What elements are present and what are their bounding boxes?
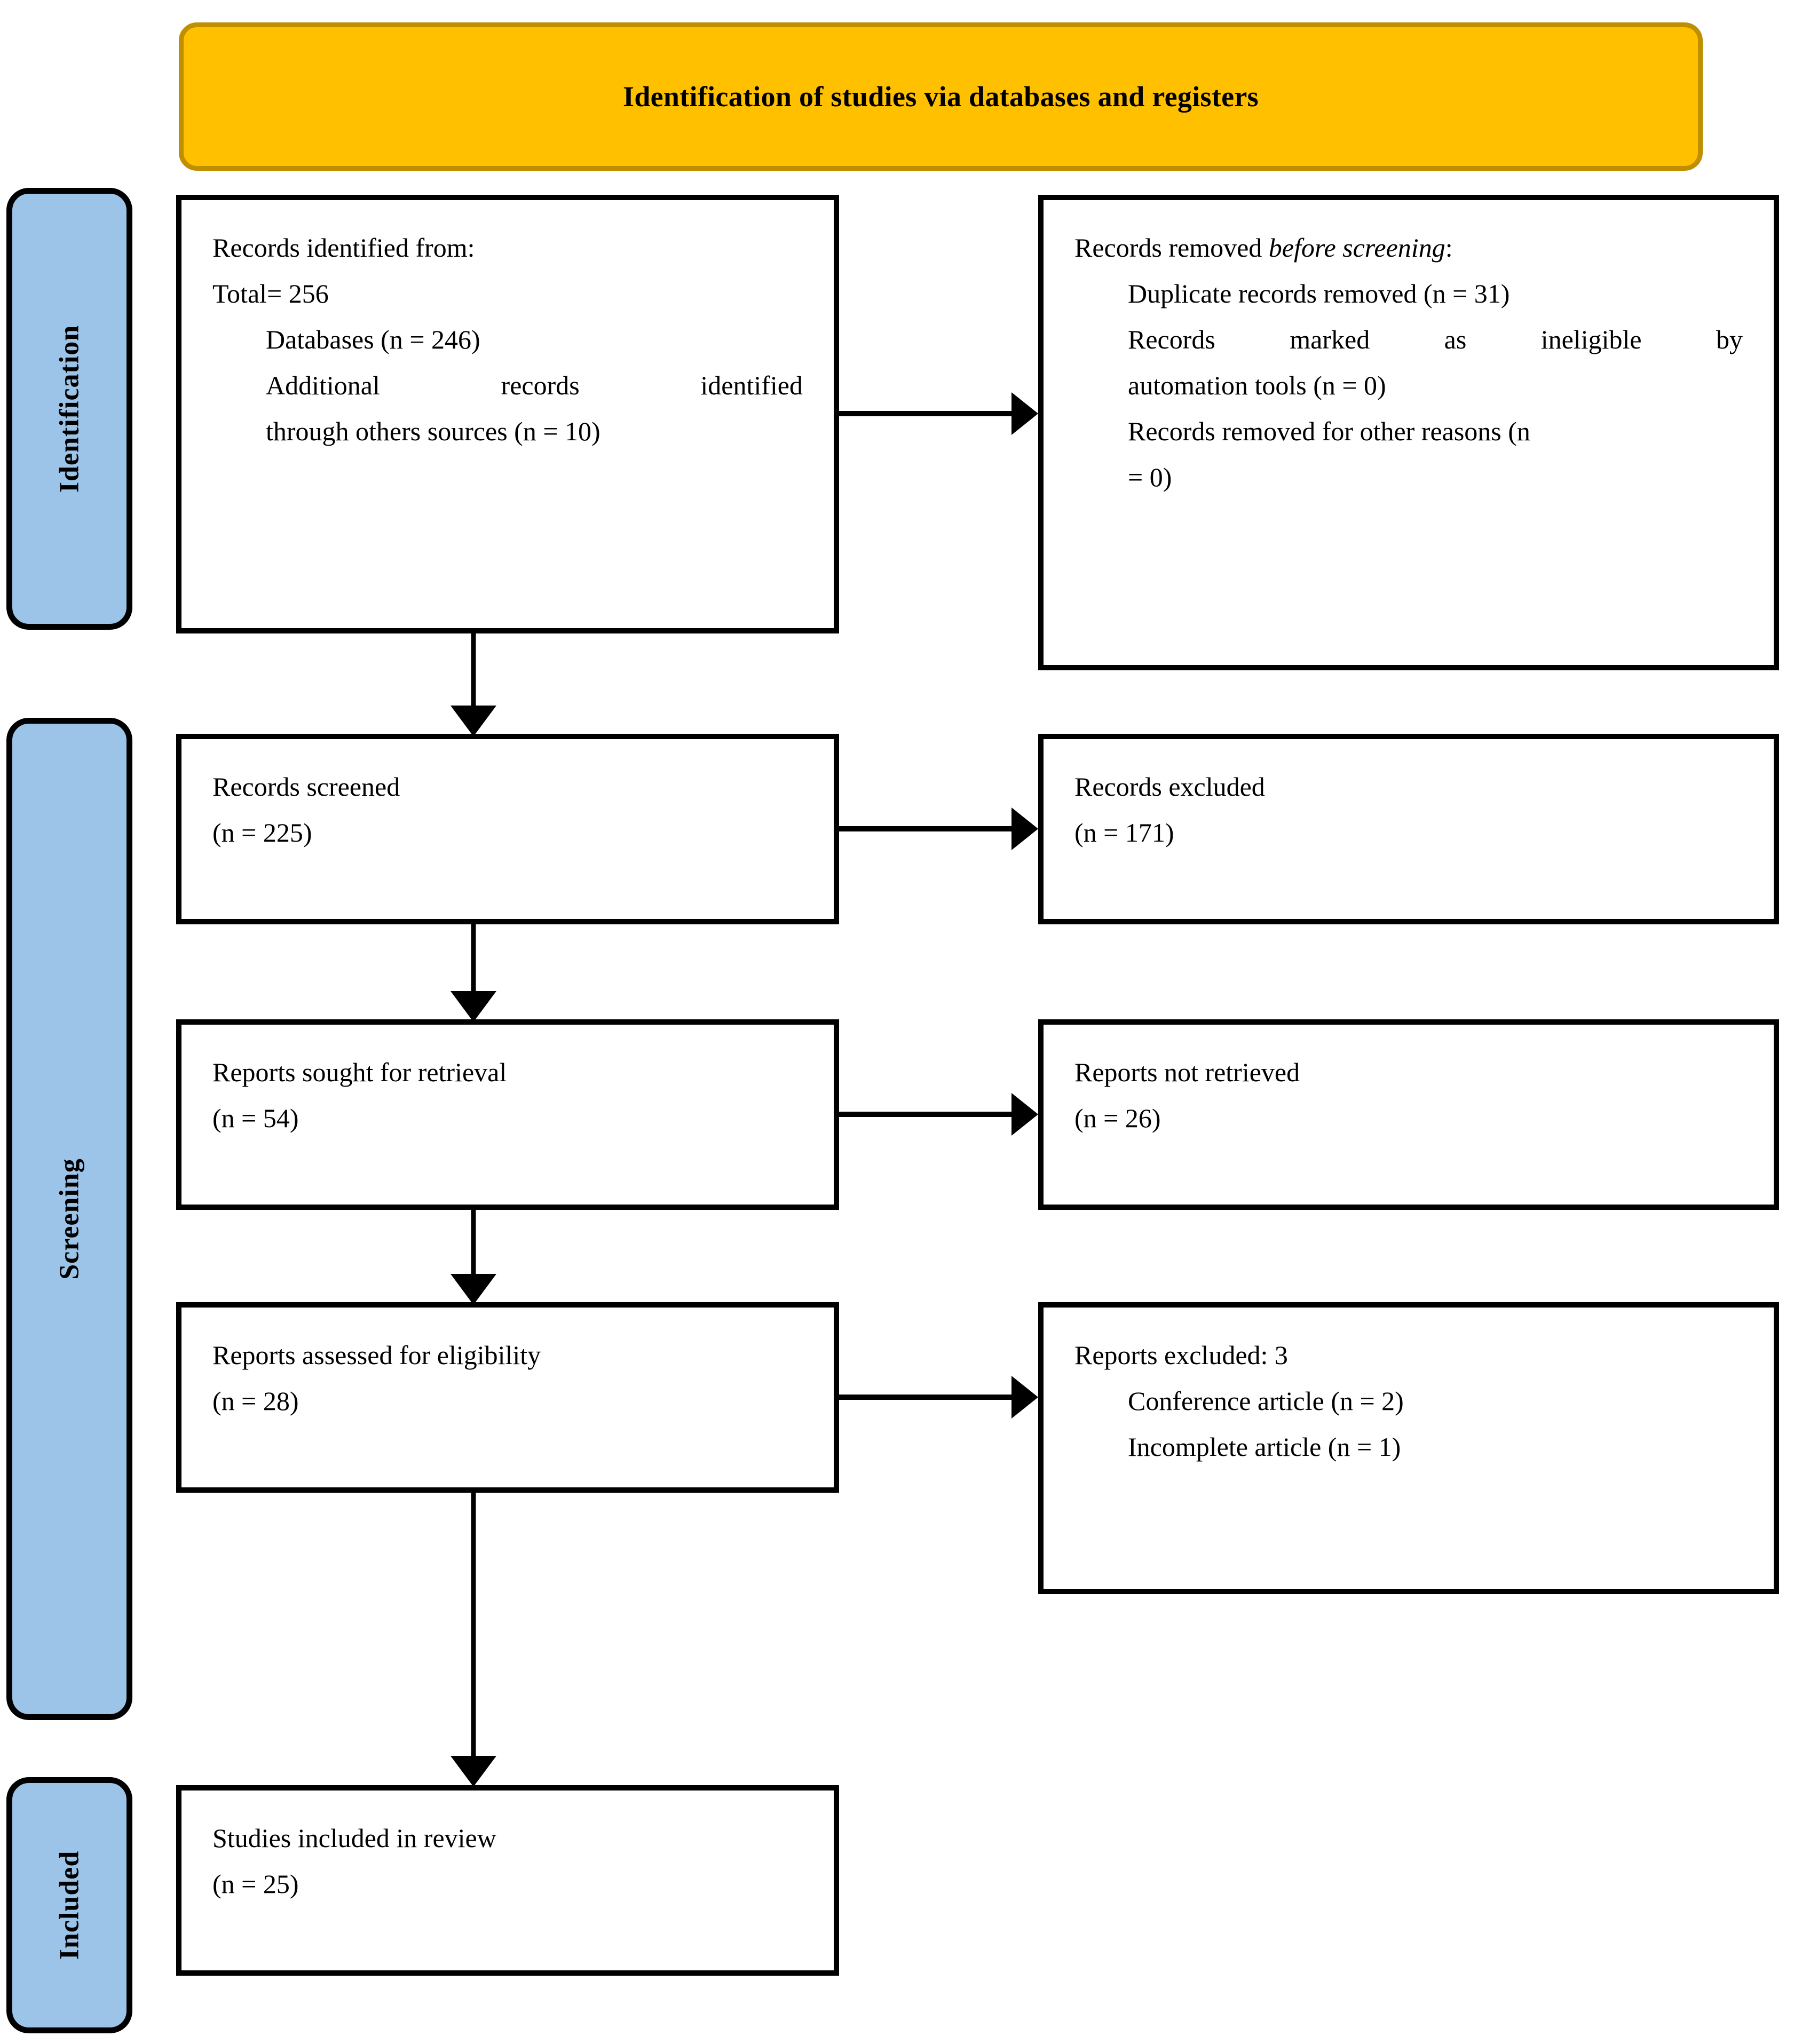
records-removed-duplicate: Duplicate records removed (n = 31): [1128, 279, 1510, 308]
reports-excluded-heading: Reports excluded: 3: [1074, 1340, 1288, 1370]
box-reports-not-retrieved: Reports not retrieved (n = 26): [1038, 1019, 1779, 1210]
reports-assessed-label: Reports assessed for eligibility: [212, 1340, 541, 1370]
stage-label-screening-text: Screening: [54, 1158, 85, 1280]
box-reports-excluded-reasons: Reports excluded: 3 Conference article (…: [1038, 1302, 1779, 1594]
arrow-identified-to-screened: [451, 633, 496, 736]
box-records-identified: Records identified from: Total= 256 Data…: [176, 195, 839, 633]
records-removed-heading-italic: before screening: [1268, 233, 1445, 263]
records-identified-additional-line1: Additional records identified: [266, 370, 803, 400]
stage-label-screening: Screening: [6, 718, 132, 1720]
records-excluded-count: (n = 171): [1074, 818, 1174, 847]
stage-label-identification: Identification: [6, 188, 132, 630]
records-identified-databases: Databases (n = 246): [266, 324, 480, 354]
arrow-screened-to-sought: [451, 924, 496, 1022]
arrow-sought-to-assessed: [451, 1210, 496, 1305]
box-studies-included: Studies included in review (n = 25): [176, 1785, 839, 1976]
arrow-assessed-to-included: [451, 1493, 496, 1787]
box-records-screened: Records screened (n = 225): [176, 734, 839, 924]
arrow-screened-to-excluded: [839, 807, 1038, 850]
diagram-title-text: Identification of studies via databases …: [623, 81, 1259, 113]
records-screened-count: (n = 225): [212, 818, 312, 847]
stage-label-included: Included: [6, 1777, 132, 2033]
records-removed-ineligible-line2: automation tools (n = 0): [1128, 370, 1386, 400]
records-removed-other-line1: Records removed for other reasons (n: [1128, 416, 1530, 446]
box-records-excluded: Records excluded (n = 171): [1038, 734, 1779, 924]
stage-label-included-text: Included: [54, 1850, 85, 1960]
reports-not-retrieved-count: (n = 26): [1074, 1103, 1161, 1133]
box-reports-assessed: Reports assessed for eligibility (n = 28…: [176, 1302, 839, 1493]
reports-excluded-conference: Conference article (n = 2): [1128, 1386, 1404, 1416]
records-screened-label: Records screened: [212, 772, 400, 802]
records-removed-other-line2: = 0): [1128, 462, 1172, 492]
records-identified-heading: Records identified from:: [212, 233, 475, 263]
records-excluded-label: Records excluded: [1074, 772, 1265, 802]
studies-included-label: Studies included in review: [212, 1823, 496, 1853]
reports-assessed-count: (n = 28): [212, 1386, 299, 1416]
reports-not-retrieved-label: Reports not retrieved: [1074, 1057, 1300, 1087]
reports-sought-count: (n = 54): [212, 1103, 299, 1133]
reports-sought-label: Reports sought for retrieval: [212, 1057, 507, 1087]
box-reports-sought: Reports sought for retrieval (n = 54): [176, 1019, 839, 1210]
records-removed-heading: Records removed before screening:: [1074, 225, 1743, 271]
box-records-removed: Records removed before screening: Duplic…: [1038, 195, 1779, 670]
studies-included-count: (n = 25): [212, 1869, 299, 1899]
records-removed-ineligible-line1: Records marked as ineligible by: [1128, 324, 1743, 354]
stage-label-identification-text: Identification: [54, 324, 85, 493]
records-removed-heading-suffix: :: [1445, 233, 1453, 263]
diagram-title-banner: Identification of studies via databases …: [179, 22, 1703, 171]
arrow-sought-to-not-retrieved: [839, 1093, 1038, 1136]
records-removed-heading-prefix: Records removed: [1074, 233, 1269, 263]
reports-excluded-incomplete: Incomplete article (n = 1): [1128, 1432, 1401, 1462]
records-identified-total: Total= 256: [212, 279, 329, 308]
arrow-identified-to-removed: [839, 392, 1038, 435]
arrow-assessed-to-reports-excluded: [839, 1376, 1038, 1419]
records-identified-additional-line2: through others sources (n = 10): [266, 416, 600, 446]
